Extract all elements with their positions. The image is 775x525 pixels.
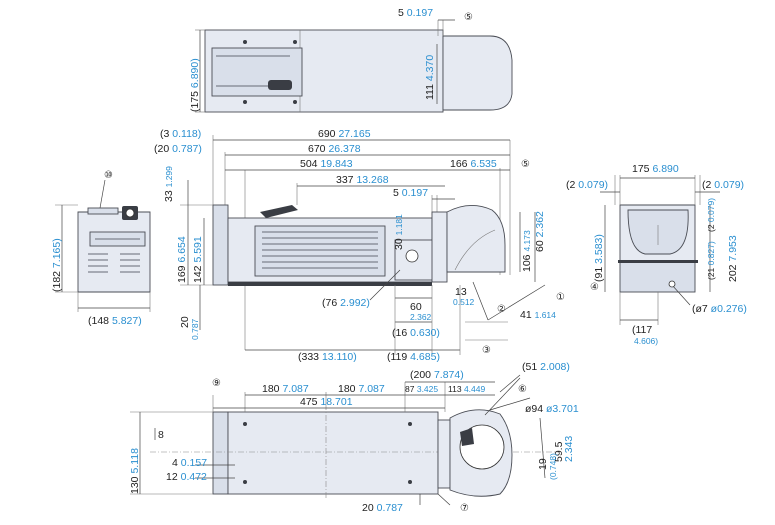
- dim-106: 106 4.173: [521, 230, 533, 272]
- dim-b-59-inch: 2.343: [563, 436, 575, 462]
- dim-b-4: 4 0.157: [172, 457, 207, 469]
- dim-20-top: (20 0.787): [154, 143, 202, 155]
- callout-9: ⑨: [212, 378, 221, 389]
- top-view: [195, 19, 513, 113]
- dim-b-8: 8: [158, 429, 164, 441]
- dim-r-202: 202 7.953: [727, 235, 739, 282]
- right-side-view: [600, 175, 720, 325]
- dim-b-20: 20 0.787: [362, 502, 403, 514]
- dim-504: 504 19.843: [300, 158, 353, 170]
- dim-30: 30 1.181: [393, 214, 405, 250]
- dim-337: 337 13.268: [336, 174, 389, 186]
- dim-76: (76 2.992): [322, 297, 370, 309]
- callout-4: ④: [590, 282, 599, 293]
- dim-r-117: (117: [632, 324, 652, 336]
- dim-41: 41 1.614: [520, 309, 556, 321]
- dim-333: (333 13.110): [298, 351, 357, 363]
- dim-b-130: 130 5.118: [129, 448, 141, 494]
- dim-r-7: (ø7 ø0.276): [692, 303, 747, 315]
- callout-1: ①: [556, 292, 565, 303]
- dim-b-87: 87 3.425: [405, 384, 438, 394]
- callout-7: ⑦: [460, 503, 469, 514]
- dim-33: 33 1.299: [163, 166, 175, 202]
- dim-16: (16 0.630): [392, 327, 440, 339]
- dim-b-94: ø94 ø3.701: [525, 403, 579, 415]
- dim-r-175: 175 6.890: [632, 163, 679, 175]
- front-view: [180, 135, 546, 355]
- dim-670: 670 26.378: [308, 143, 361, 155]
- dim-top-5: 5 0.197: [398, 7, 433, 19]
- dim-690: 690 27.165: [318, 128, 371, 140]
- dim-5-front: 5 0.197: [393, 187, 428, 199]
- dim-148: (148 5.827): [88, 315, 142, 327]
- dim-r-117-inch: 4.606): [634, 336, 658, 346]
- dim-r-2-left: (2 0.079): [566, 179, 608, 191]
- vent-grille-side: [88, 253, 140, 273]
- dim-top-111: 111 4.370: [424, 55, 436, 100]
- dim-b-51: (51 2.008): [522, 361, 570, 373]
- dim-166: 166 6.535: [450, 158, 497, 170]
- dim-top-175: (175 6.890): [189, 58, 201, 112]
- dim-b-19-inch: (0.748): [548, 453, 558, 480]
- left-side-view: [55, 179, 151, 312]
- dim-119: (119 4.685): [387, 351, 440, 363]
- dim-b-180-right: 180 7.087: [338, 383, 385, 395]
- dim-b-59: 59.5: [553, 441, 565, 462]
- dim-169: 169 6.654: [176, 236, 188, 283]
- callout-5-top: ⑤: [464, 12, 473, 23]
- callout-6: ⑥: [518, 384, 527, 395]
- dim-b-113: 113 4.449: [448, 384, 485, 394]
- dim-r-2-right: (2 0.079): [702, 179, 744, 191]
- dim-142: 142 5.591: [192, 236, 204, 283]
- callout-5-front: ⑤: [521, 159, 530, 170]
- dim-r-2-vertical: (2 0.079): [706, 198, 716, 232]
- dim-60-right: 60 2.362: [534, 211, 546, 252]
- dim-r-91: (91 3.583): [593, 234, 605, 282]
- dim-3: (3 0.118): [160, 128, 201, 140]
- dim-b-180-left: 180 7.087: [262, 383, 309, 395]
- vent-grille-front: [262, 231, 378, 269]
- dim-13-inch: 0.512: [453, 297, 475, 307]
- dim-b-12: 12 0.472: [166, 471, 207, 483]
- callout-3: ③: [482, 345, 491, 356]
- callout-2: ②: [497, 304, 506, 315]
- callout-10: ⑩: [104, 170, 113, 181]
- dim-20-left-inch: 0.787: [190, 318, 200, 340]
- dim-60-bottom: 60: [410, 301, 422, 313]
- dim-182: (182 7.165): [51, 238, 63, 292]
- dim-20-left: 20: [179, 316, 191, 328]
- dim-r-21: (21 0.827): [706, 241, 716, 280]
- bottom-view: [130, 374, 560, 506]
- dim-b-200: (200 7.874): [410, 369, 464, 381]
- dim-b-19: 19: [537, 458, 549, 470]
- dim-13: 13: [455, 286, 467, 298]
- dim-b-475: 475 18.701: [300, 396, 353, 408]
- dim-60-bottom-inch: 2.362: [410, 312, 432, 322]
